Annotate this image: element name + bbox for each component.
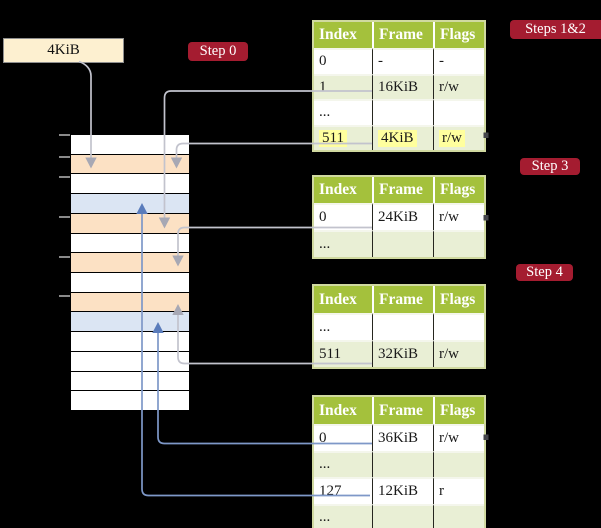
column-header-index: Index [314,177,372,203]
index-cell: ... [314,503,372,528]
memory-row-white [71,331,189,351]
table-header-row: Index Frame Flags [314,397,484,424]
page-table-step-4-lower: Index Frame Flags 0 36KiB r/w ... 127 12… [312,395,486,528]
frame-cell: 24KiB [372,203,433,230]
column-header-flags: Flags [433,177,484,203]
index-cell: 1 [314,73,372,99]
table-header-row: Index Frame Flags [314,286,484,313]
page-table-steps-1-2: Index Frame Flags 0 - - 1 16KiB r/w ... … [312,20,486,152]
column-header-flags: Flags [433,22,484,48]
flags-cell: r/w [433,340,484,367]
table-row: ... [314,313,484,340]
table-row: ... [314,99,484,125]
badge-step-4: Step 4 [516,264,573,281]
memory-row-orange [71,291,189,312]
column-header-frame: Frame [372,177,433,203]
table-row: 511 32KiB r/w [314,340,484,367]
memory-row-white [71,232,189,253]
table-row: 0 - - [314,48,484,74]
page-table-step-4-upper: Index Frame Flags ... 511 32KiB r/w [312,284,486,369]
memory-row-white [71,370,189,391]
column-header-flags: Flags [433,397,484,424]
flags-cell: r/w [433,203,484,230]
frame-cell [372,313,433,340]
flags-cell [433,99,484,125]
index-cell: ... [314,450,372,477]
memory-row-white [71,272,189,292]
frame-cell [372,230,433,257]
memory-row-orange [71,252,189,273]
flags-cell [433,230,484,257]
frame-cell: 32KiB [372,340,433,367]
table-row: 0 24KiB r/w [314,203,484,230]
table-row: ... [314,450,484,477]
flags-cell [433,503,484,528]
flags-cell: r/w [433,73,484,99]
index-cell: 0 [314,203,372,230]
index-cell: ... [314,313,372,340]
memory-row-blue [71,193,189,213]
index-cell: 0 [314,48,372,74]
index-cell: ... [314,230,372,257]
table-row-highlighted: 511 4KiB r/w [314,124,484,150]
memory-row-orange [71,212,189,233]
table-header-row: Index Frame Flags [314,177,484,203]
memory-tick [59,215,70,218]
flags-cell: r/w [433,124,484,150]
badge-step-0: Step 0 [188,42,248,61]
column-header-frame: Frame [372,22,433,48]
table-row: 0 36KiB r/w [314,424,484,451]
physical-memory-column [70,134,190,411]
memory-tick [59,156,70,158]
flags-cell [433,450,484,477]
index-cell: 127 [314,477,372,504]
memory-tick [59,255,70,258]
memory-row-white [71,173,189,194]
table-header-row: Index Frame Flags [314,22,484,48]
frame-cell [372,450,433,477]
index-cell: 511 [314,124,372,150]
frame-cell: 36KiB [372,424,433,451]
highlighted-value: 511 [319,129,347,147]
column-header-frame: Frame [372,286,433,313]
page-table-step-3: Index Frame Flags 0 24KiB r/w ... [312,175,486,259]
frame-cell: - [372,48,433,74]
frame-cell: 16KiB [372,73,433,99]
mapped-page-label: 4KiB [47,42,80,58]
table-row: ... [314,503,484,528]
memory-tick [59,133,70,136]
column-header-frame: Frame [372,397,433,424]
flags-cell: r/w [433,424,484,451]
index-cell: 511 [314,340,372,367]
table-row: 1 16KiB r/w [314,73,484,99]
flags-cell: r [433,477,484,504]
memory-row-white [71,350,189,371]
column-header-index: Index [314,286,372,313]
memory-tick [59,176,70,178]
frame-cell [372,503,433,528]
highlighted-value: r/w [439,129,465,147]
column-header-index: Index [314,22,372,48]
frame-cell [372,99,433,125]
index-cell: 0 [314,424,372,451]
mapped-page-box: 4KiB [3,38,124,63]
flags-cell [433,313,484,340]
memory-tick [59,295,70,297]
badge-steps-1-2: Steps 1&2 [510,20,601,39]
flags-cell: - [433,48,484,74]
frame-cell: 4KiB [372,124,433,150]
memory-row-white [71,135,189,154]
highlighted-value: 4KiB [378,129,417,147]
table-row: ... [314,230,484,257]
column-header-index: Index [314,397,372,424]
table-row: 127 12KiB r [314,477,484,504]
memory-row-orange [71,153,189,174]
frame-cell: 12KiB [372,477,433,504]
column-header-flags: Flags [433,286,484,313]
memory-row-white [71,390,189,411]
index-cell: ... [314,99,372,125]
badge-step-3: Step 3 [520,158,580,175]
memory-row-blue [71,311,189,332]
